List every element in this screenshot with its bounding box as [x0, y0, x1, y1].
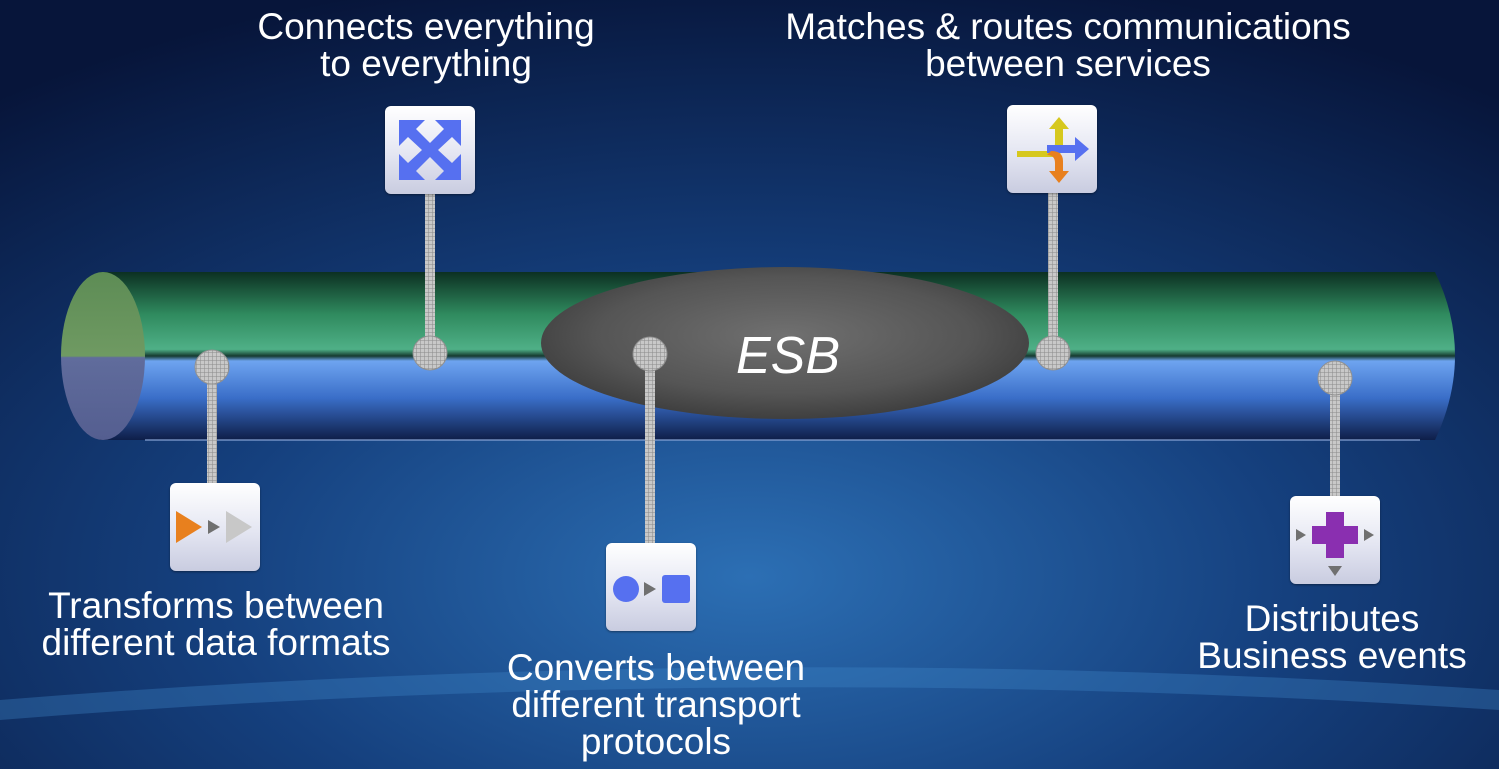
route-arrows-icon [1007, 105, 1097, 193]
connector-route [1035, 192, 1071, 371]
label-transform: Transforms between different data format… [41, 585, 391, 663]
esb-label: ESB [736, 327, 841, 385]
plus-distribute-icon [1290, 496, 1380, 584]
light-streak [0, 667, 1499, 720]
label-route: Matches & routes communications between … [785, 6, 1351, 84]
label-convert: Converts between different transport pro… [506, 647, 806, 762]
connector-convert [632, 336, 668, 544]
connector-distribute [1317, 360, 1353, 498]
esb-ellipse [541, 267, 1029, 419]
connector-connect [412, 192, 448, 371]
label-connect: Connects everything to everything [257, 6, 595, 84]
pipe-end-cap [61, 272, 145, 440]
expand-arrows-icon [385, 106, 475, 194]
circle-to-square-icon [606, 543, 696, 631]
transform-arrows-icon [170, 483, 260, 571]
connector-transform [194, 349, 230, 485]
label-distribute: Distributes Business events [1197, 598, 1467, 676]
